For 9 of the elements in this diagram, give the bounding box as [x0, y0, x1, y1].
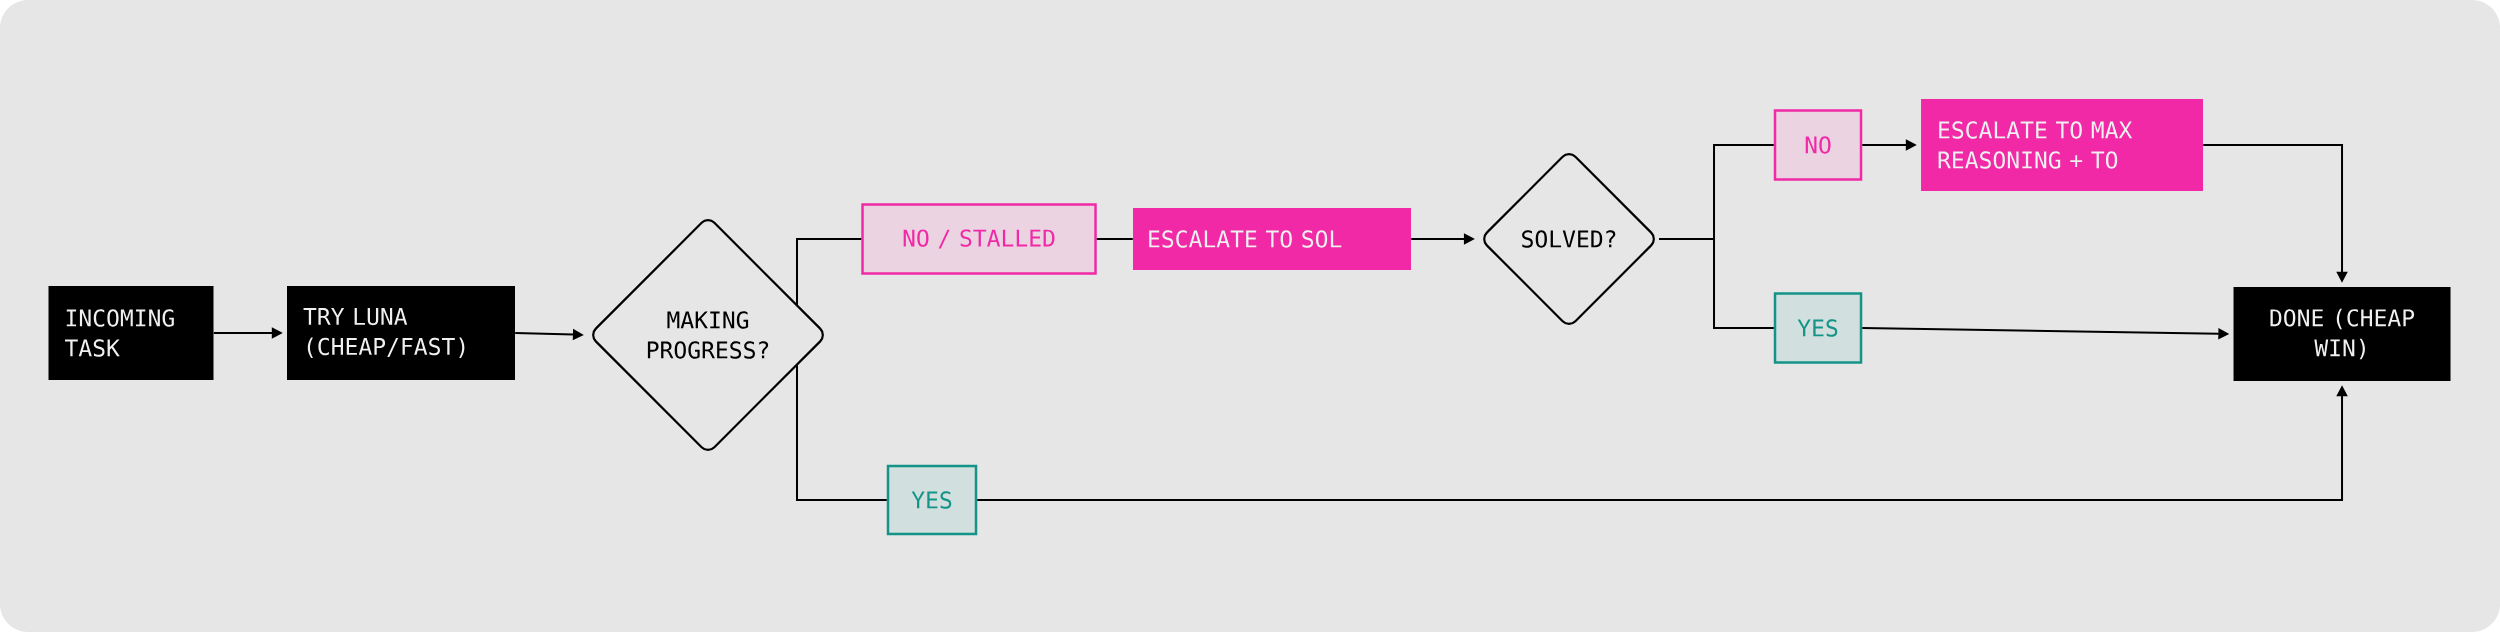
branch-label-box: YES — [886, 464, 978, 536]
branch-label-box: NO — [1773, 109, 1863, 181]
branch-label-box: YES — [1773, 292, 1863, 364]
process-box: INCOMING TASK — [48, 286, 214, 380]
process-box: ESCALATE TO SOL — [1133, 208, 1411, 270]
end-box: DONE (CHEAP WIN) — [2233, 287, 2451, 381]
branch-label-box: NO / STALLED — [861, 203, 1097, 275]
process-box: TRY LUNA (CHEAP/FAST) — [287, 286, 515, 380]
process-box: ESCALATE TO MAX REASONING + TO — [1921, 99, 2204, 191]
